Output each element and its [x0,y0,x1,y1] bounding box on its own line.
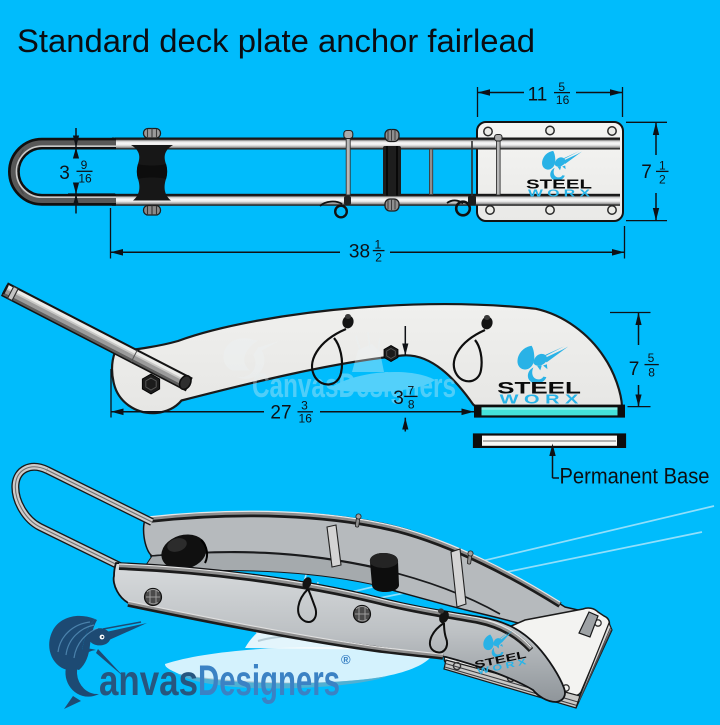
svg-text:11: 11 [528,85,548,106]
svg-text:Permanent Base: Permanent Base [560,464,710,489]
svg-text:3: 3 [59,163,70,184]
svg-text:5: 5 [558,80,565,94]
svg-text:1: 1 [375,238,382,252]
svg-text:38: 38 [349,242,370,263]
svg-text:5: 5 [648,351,655,365]
svg-text:8: 8 [408,397,415,411]
svg-text:Designers: Designers [198,657,340,705]
svg-text:27: 27 [270,403,291,424]
svg-text:Standard deck plate anchor fai: Standard deck plate anchor fairlead [17,23,535,59]
svg-text:anvas: anvas [99,657,198,705]
svg-text:3: 3 [393,388,404,409]
svg-text:16: 16 [78,171,92,185]
svg-text:2: 2 [659,173,666,187]
svg-text:1: 1 [659,159,666,173]
svg-text:®: ® [341,652,351,667]
svg-text:7: 7 [629,359,640,380]
svg-text:2: 2 [375,251,382,265]
svg-text:7: 7 [641,162,652,183]
svg-text:CanvasDesigners: CanvasDesigners [252,367,456,405]
svg-text:3: 3 [301,399,308,413]
svg-text:8: 8 [648,366,655,380]
svg-text:7: 7 [407,384,414,398]
svg-text:9: 9 [81,158,88,172]
svg-text:16: 16 [556,93,570,107]
svg-text:16: 16 [299,411,313,425]
